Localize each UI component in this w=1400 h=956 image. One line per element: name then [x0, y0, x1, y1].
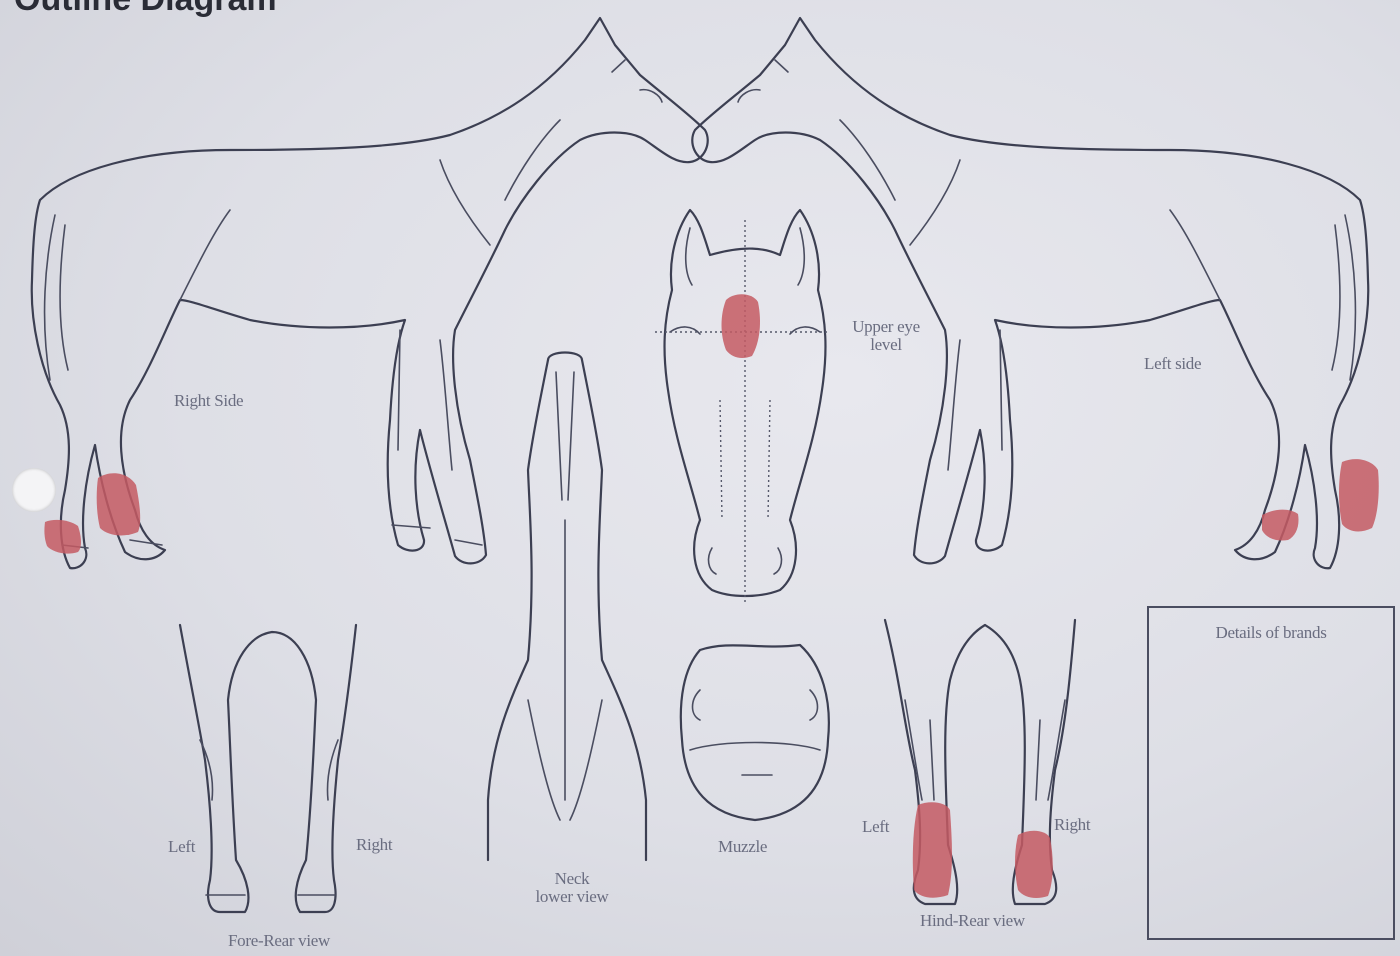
left-side-horse	[692, 18, 1378, 568]
details-of-brands-box: Details of brands	[1147, 606, 1395, 940]
neck-label-line2: lower view	[535, 887, 608, 906]
details-of-brands-label: Details of brands	[1149, 624, 1393, 642]
hind-rear-view-legs	[885, 620, 1075, 904]
fore-left-label: Left	[168, 838, 195, 856]
neck-lower-view-label: Neck lower view	[516, 870, 628, 906]
muzzle-label: Muzzle	[718, 838, 767, 856]
fore-right-label: Right	[356, 836, 392, 854]
punch-hole	[12, 468, 56, 512]
neck-lower-view	[488, 353, 646, 861]
upper-eye-label-line1: Upper eye	[852, 317, 920, 336]
neck-label-line1: Neck	[555, 869, 590, 888]
hind-left-label: Left	[862, 818, 889, 836]
hind-right-label: Right	[1054, 816, 1090, 834]
hind-rear-view-label: Hind-Rear view	[920, 912, 1025, 930]
right-side-horse	[32, 18, 708, 568]
fore-rear-view-label: Fore-Rear view	[228, 932, 330, 950]
right-side-label: Right Side	[174, 392, 243, 410]
left-side-label: Left side	[1144, 355, 1201, 373]
upper-eye-label-line2: level	[870, 335, 902, 354]
head-front-view	[655, 210, 830, 605]
fore-rear-view-legs	[180, 625, 356, 912]
muzzle-view	[681, 645, 829, 820]
upper-eye-level-label: Upper eye level	[836, 318, 936, 354]
